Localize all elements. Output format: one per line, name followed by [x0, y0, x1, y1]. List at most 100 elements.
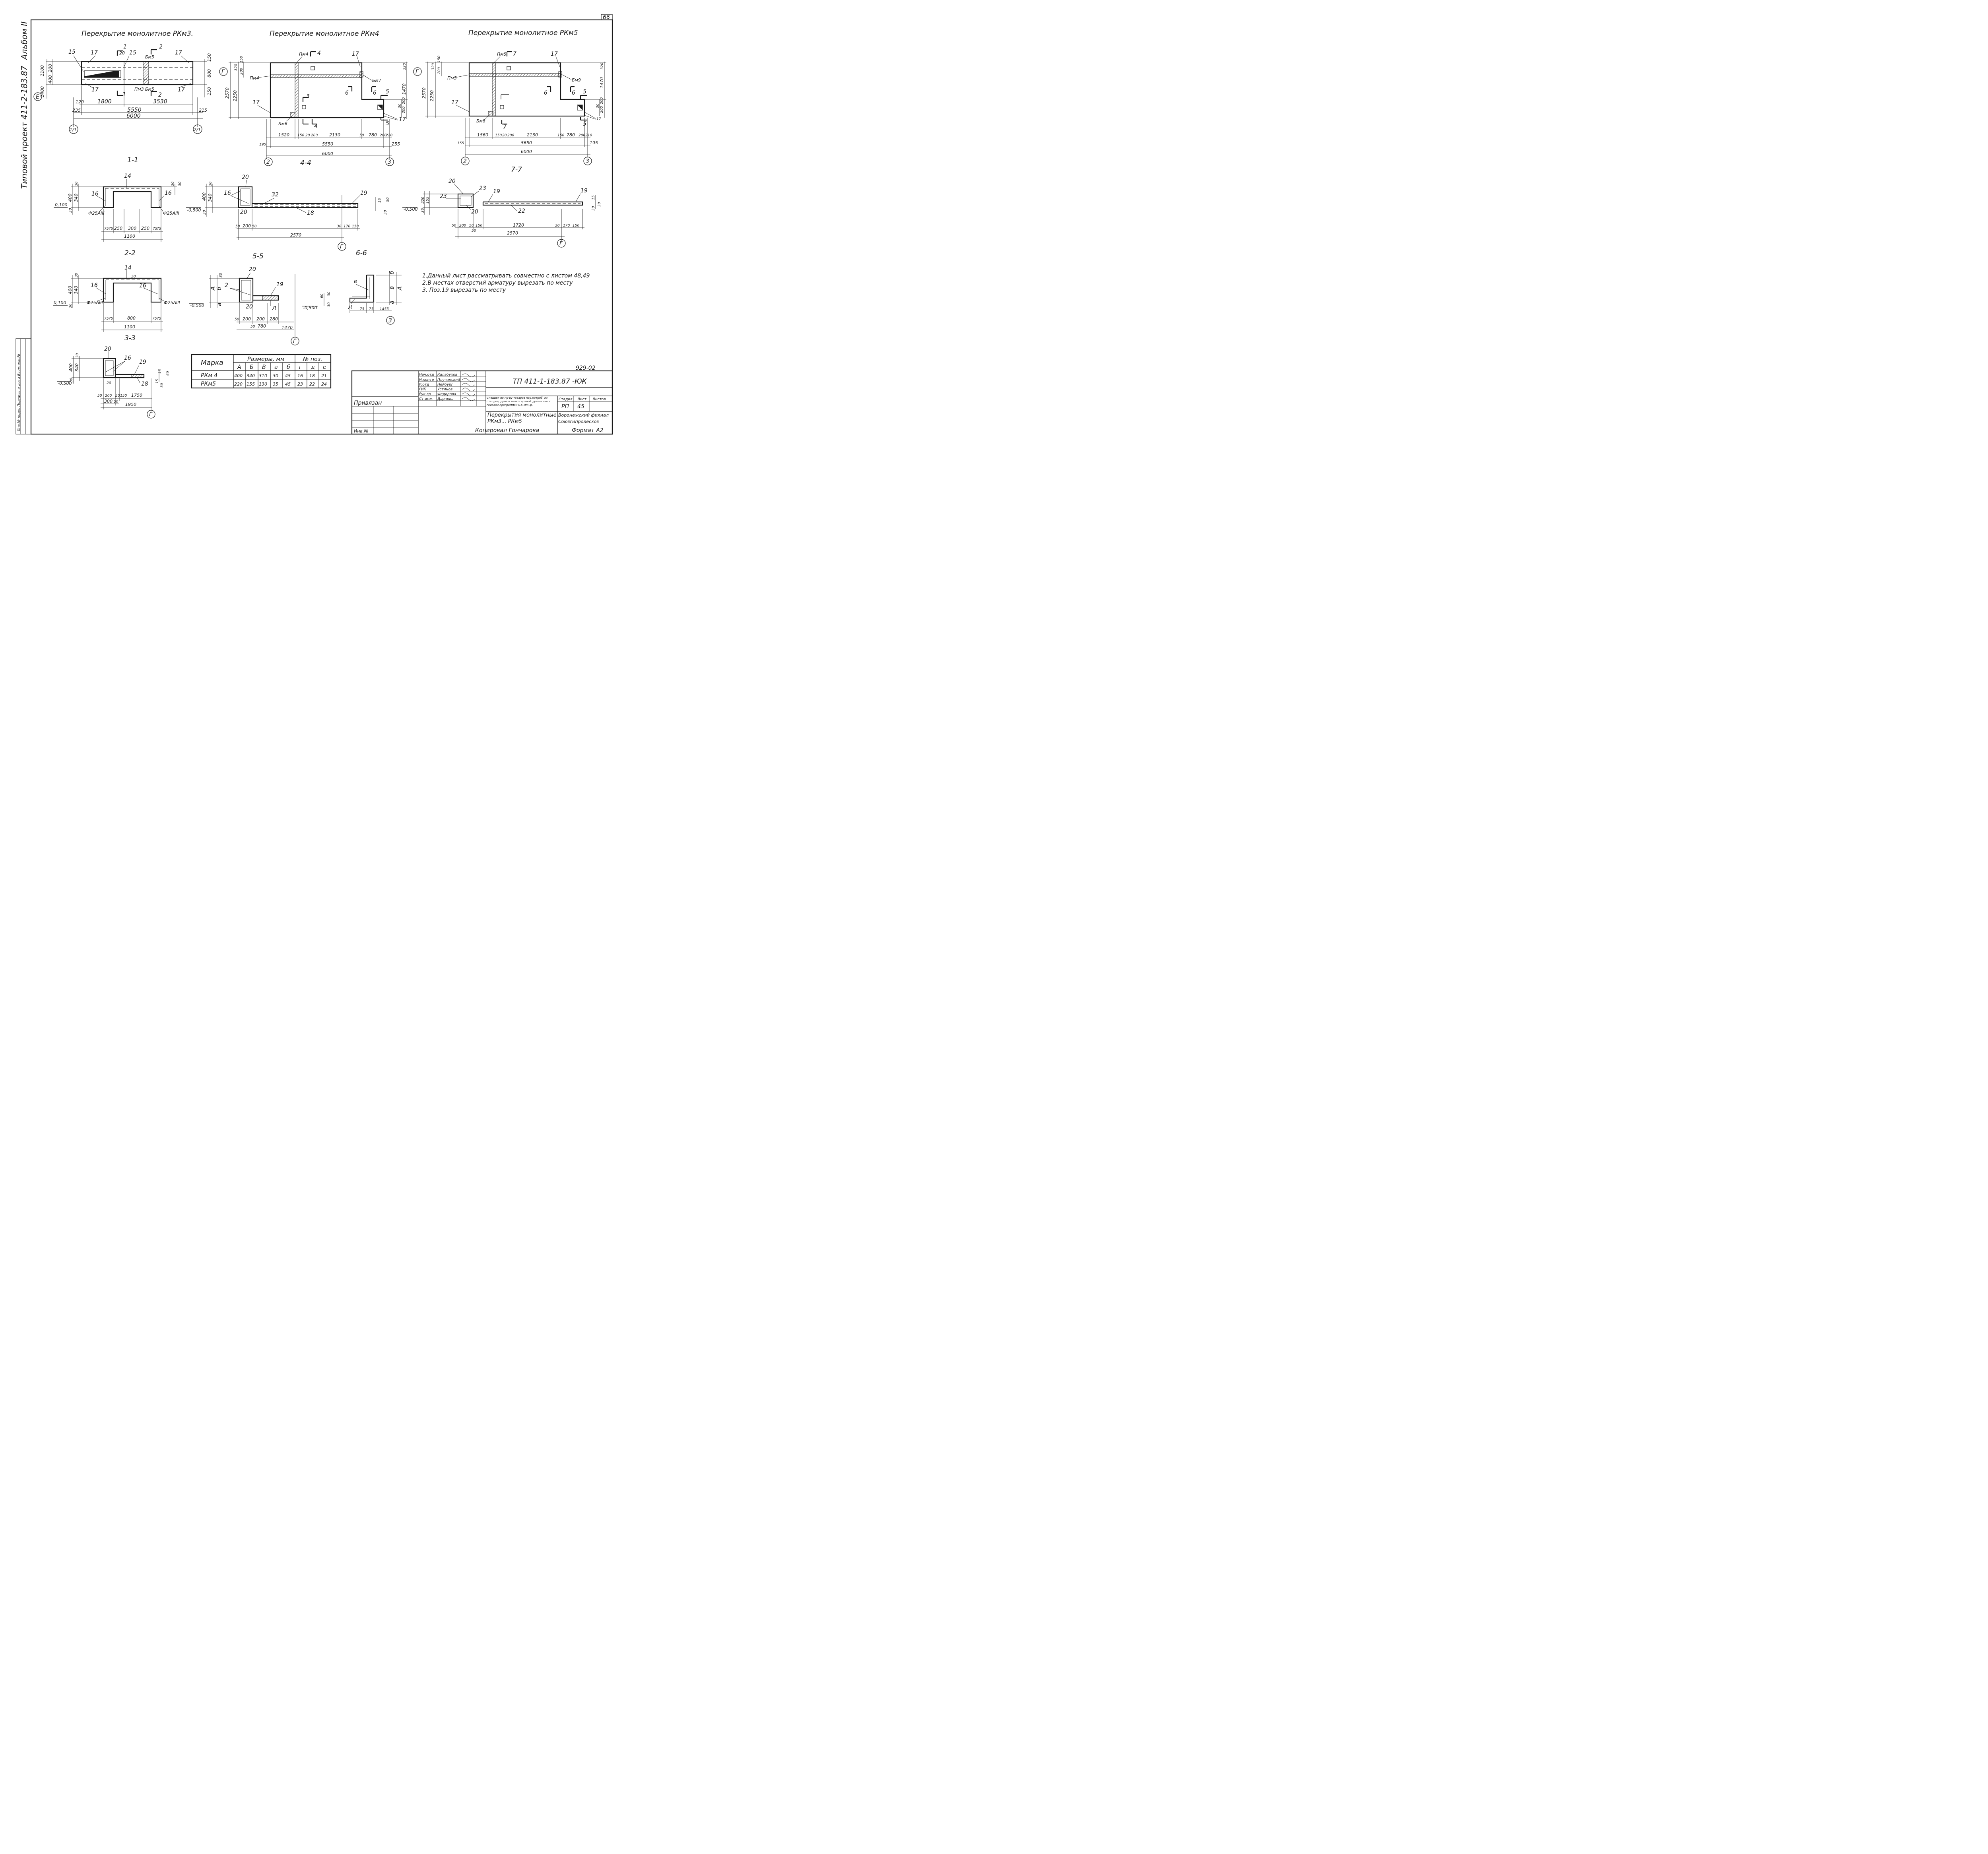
letter-label: д — [272, 304, 276, 311]
cut-label: 6 — [544, 90, 547, 96]
beam-mark: Бм9 — [572, 78, 581, 83]
dim-label: 200 — [437, 67, 441, 74]
dim-label: 300 — [104, 399, 113, 404]
axis-label: Г — [293, 338, 297, 345]
dim-label: 200 — [507, 134, 514, 138]
dim-label: 50 — [115, 394, 120, 398]
dim-label: 75 — [157, 317, 161, 321]
dim-label: 30 — [69, 303, 73, 308]
dim-label: 2130 — [527, 132, 538, 138]
section-labels: 1-1 4-4 7-7 2-2 5-5 6-6 3-3 — [124, 156, 522, 342]
position-label: 19 — [139, 359, 146, 365]
dim-label: 400 — [48, 75, 53, 83]
level-label: -0,500 — [58, 381, 72, 386]
cut-label: 5 — [583, 121, 586, 127]
dim-label: 200 — [600, 97, 604, 104]
footer: Копировал Гончарова Формат А2 — [475, 427, 604, 434]
beam-mark: Бм6 — [278, 121, 287, 126]
rebar-label: Ф25АIII — [163, 211, 179, 216]
dim-label: 50 — [235, 318, 239, 322]
dim-label: 220 — [421, 197, 425, 204]
letter-label: а — [216, 303, 223, 306]
section-label: 1-1 — [127, 156, 138, 164]
dim-label: 2250 — [429, 90, 435, 101]
dim-label: 75 — [104, 227, 109, 231]
dim-label: 75 — [152, 317, 157, 321]
dim-label: 150 — [207, 53, 212, 62]
level-label: 0,100 — [55, 202, 68, 208]
dim-label: 50 — [386, 197, 390, 202]
dim-label: 200 — [459, 224, 466, 228]
dim-label: 220 — [386, 134, 392, 138]
table-cell: 16 — [297, 373, 303, 378]
section-label: 6-6 — [356, 249, 367, 257]
dim-label: 150 — [437, 56, 441, 62]
dim-label: 75 — [104, 317, 109, 321]
dim-label: 5550 — [322, 142, 333, 147]
table-subheader: А — [237, 364, 241, 370]
signer-role: ГИП — [419, 388, 427, 392]
position-label: 20 — [448, 178, 456, 184]
cut-label: 1 — [122, 91, 126, 98]
level-label: -0,500 — [303, 305, 317, 310]
table-subheader: а — [274, 364, 278, 370]
album-label: Альбом II — [19, 21, 29, 60]
position-label: 17 — [252, 99, 260, 106]
dim-label: 150 — [240, 56, 244, 63]
axis-label: Г — [559, 240, 563, 247]
level-label: -0,500 — [190, 303, 204, 308]
axis-label: Г — [149, 411, 153, 418]
cut-label: 4 — [317, 50, 321, 56]
letter-label: А — [210, 286, 216, 291]
section-6-6: е б в А а д -0,500 60 30 30 75 75 1455 3 — [302, 271, 403, 325]
cut-label: 5 — [583, 89, 586, 95]
position-label: 14 — [124, 265, 132, 271]
dim-label: 155 — [426, 197, 430, 204]
rebar-label: Ф25АIII — [164, 300, 180, 305]
position-label: 15 — [68, 49, 76, 55]
dim-label: 30 — [398, 103, 402, 108]
dim-label: 1520 — [278, 132, 289, 138]
cut-label: 5 — [386, 120, 389, 127]
inventory-stamp: Инв.№ подл. Подпись и дата Взам.инв.№ — [17, 354, 21, 431]
dim-label: 200 — [380, 134, 386, 138]
dim-label: 200 — [311, 134, 318, 138]
dim-label: 50 — [469, 224, 474, 228]
drawing-title: Перекрытия монолитные РКм3... РКм5 — [487, 412, 557, 425]
position-label: 2 — [225, 282, 228, 289]
dim-label: 150 — [573, 224, 579, 228]
beam-mark: Бм8 — [476, 118, 485, 124]
cut-label: 7 — [503, 124, 507, 130]
beam-mark: Бм5 — [145, 54, 154, 60]
position-label: 23 — [440, 193, 447, 200]
sheet-value: 45 — [577, 403, 584, 410]
table-cell: 310 — [259, 373, 267, 378]
dim-label: 200 — [48, 64, 53, 72]
table-cell: 21 — [321, 373, 327, 378]
position-label: 22 — [518, 208, 525, 214]
dim-label: 200 — [243, 223, 251, 229]
dim-label: 3530 — [153, 99, 167, 105]
position-label: 18 — [141, 381, 148, 387]
position-label: 18 — [307, 210, 314, 216]
axis-label: 3 — [388, 159, 391, 165]
position-label: 19 — [493, 188, 500, 195]
dim-label: 1750 — [131, 393, 142, 398]
dim-label: 60 — [320, 293, 324, 298]
axis-label: 2 — [463, 158, 467, 165]
position-label: 19 — [580, 188, 588, 194]
document-number: ТП 411-1-183.87 -КЖ — [513, 378, 587, 386]
privyazan-label: Привязан — [354, 400, 382, 406]
dim-label: 30 — [555, 224, 560, 228]
cut-label: 6 — [373, 90, 377, 96]
dim-label: 170 — [563, 224, 570, 228]
plan-rkm4: Перекрытие монолитное РКм4 Пм4 Пм4 Бм7 Б… — [219, 30, 408, 166]
position-label: 20 — [471, 209, 478, 215]
cut-label: 2 — [159, 44, 163, 50]
note-line: 3. Поз.19 вырезать по месту — [422, 287, 506, 293]
table-cell: 30 — [273, 373, 278, 378]
letter-label: в — [389, 286, 395, 289]
dim-label: 320 — [600, 63, 604, 70]
dim-label: 1720 — [513, 223, 524, 228]
slab-mark: Пм4 — [299, 52, 309, 57]
